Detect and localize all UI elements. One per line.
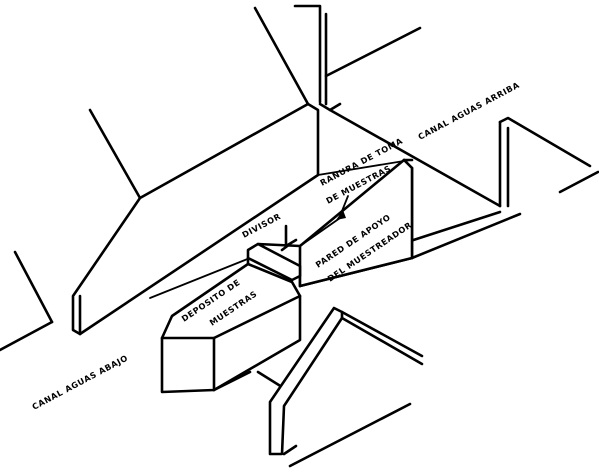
sampler-support-wall: [298, 158, 414, 288]
downstream-lower-wall: [212, 306, 424, 468]
downstream-left-wall: [0, 6, 320, 352]
canal-aguas-abajo-label: CANAL AGUAS ABAJO: [30, 353, 129, 412]
sample-deposit-box: [160, 256, 302, 394]
canal-aguas-arriba-label: CANAL AGUAS ARRIBA: [416, 80, 521, 142]
sample-slot-trough: [246, 195, 349, 282]
upstream-channel-walls: [293, 4, 599, 208]
